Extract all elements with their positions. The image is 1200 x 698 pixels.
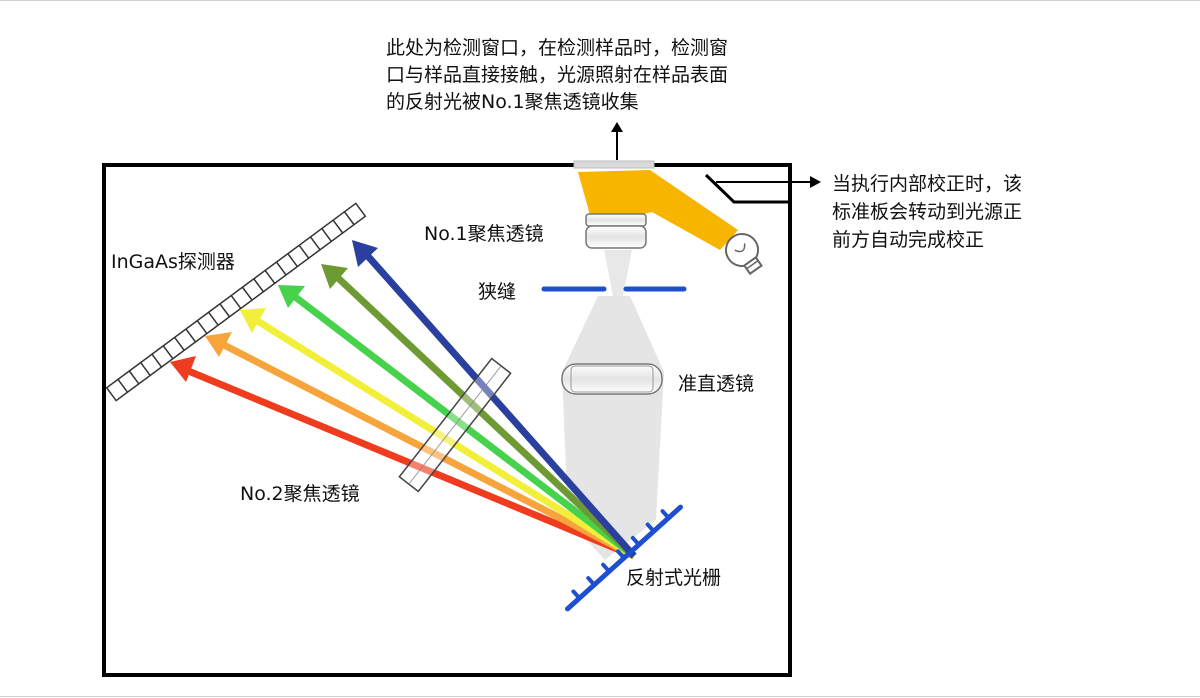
label-focus-lens-1: No.1聚焦透镜: [424, 223, 544, 245]
ray-blue: [363, 251, 637, 559]
window-note-line-3: 的反射光被No.1聚焦透镜收集: [386, 91, 639, 113]
focus-lens-2: [398, 357, 512, 493]
arrow-olive: [321, 264, 348, 289]
window-arrow: [611, 122, 623, 160]
label-detector: InGaAs探测器: [111, 251, 235, 273]
arrow-green: [278, 285, 305, 308]
focused-beam: [604, 250, 632, 296]
ray-olive: [333, 273, 637, 559]
ray-green: [291, 293, 637, 559]
ingaas-detector: [105, 202, 367, 402]
collimated-beam: [562, 296, 664, 560]
arrow-orange: [205, 332, 232, 357]
collimating-lens: [561, 363, 663, 395]
arrow-blue: [352, 240, 378, 267]
calibration-note-line-3: 前方自动完成校正: [832, 229, 984, 251]
window-note-line-2: 口与样品直接接触，光源照射在样品表面: [386, 64, 728, 86]
window-note-line-1: 此处为检测窗口，在检测样品时，检测窗: [386, 37, 728, 59]
calibration-plate: [704, 173, 821, 204]
calibration-note-line-2: 标准板会转动到光源正: [832, 201, 1022, 223]
ray-orange: [220, 340, 636, 560]
light-bulb-icon: [725, 233, 763, 276]
focus-lens-1: [585, 213, 647, 249]
frame-top-line: [0, 0, 1200, 1]
label-slit: 狭缝: [478, 281, 516, 303]
calibration-note-line-1: 当执行内部校正时，该: [832, 173, 1022, 195]
reflective-grating: [565, 504, 683, 612]
label-focus-lens-2: No.2聚焦透镜: [240, 483, 360, 505]
light-beam: [578, 170, 738, 250]
frame-bottom-line: [0, 696, 1200, 697]
dispersed-rays: [170, 240, 637, 560]
detection-window: [573, 160, 655, 169]
label-collimating-lens: 准直透镜: [678, 373, 754, 395]
instrument-box: [102, 163, 792, 677]
arrow-yellow: [240, 308, 266, 333]
arrow-red: [170, 356, 196, 382]
label-grating: 反射式光栅: [626, 567, 721, 589]
